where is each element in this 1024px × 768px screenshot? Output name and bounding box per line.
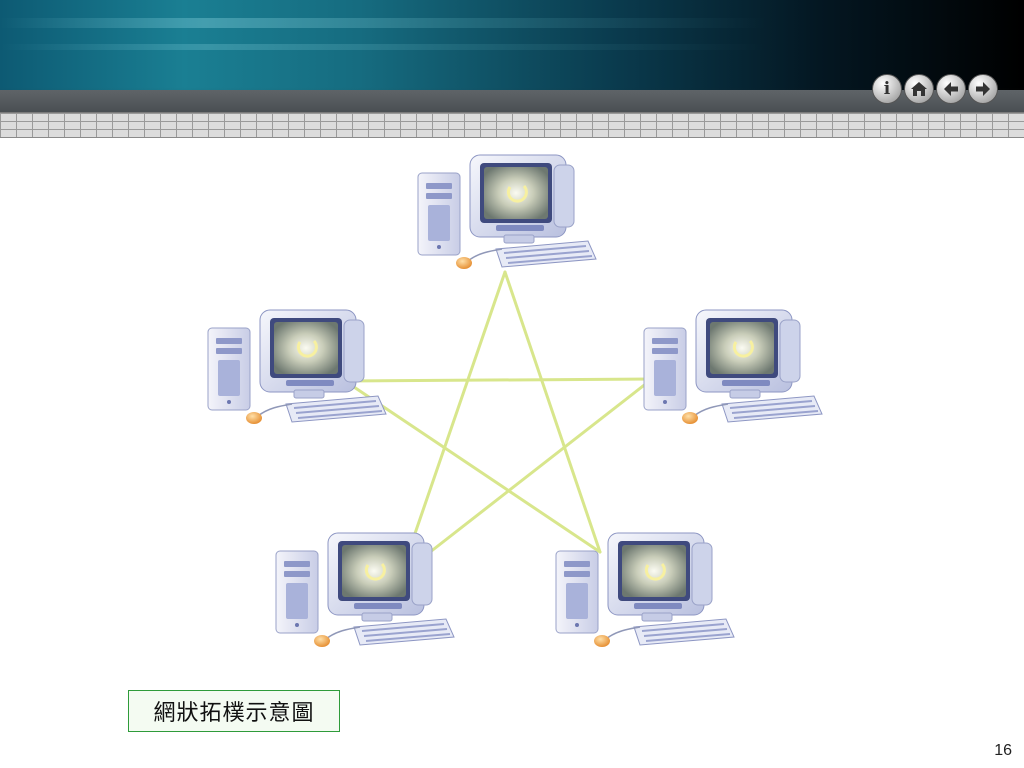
link-right-bottom-left [423, 377, 654, 558]
nav-buttons: i [872, 74, 998, 104]
computer-left [206, 308, 388, 426]
computer-top [416, 153, 598, 271]
arrow-left-icon [944, 82, 958, 96]
banner-bottom-bar [0, 90, 1024, 112]
banner-highlight [0, 44, 1024, 50]
back-button[interactable] [936, 74, 966, 104]
computer-right [642, 308, 824, 426]
link-top-bottom-left [408, 270, 507, 550]
computer-bottom-right [554, 531, 736, 649]
link-left-right [343, 377, 654, 383]
forward-button[interactable] [968, 74, 998, 104]
info-button[interactable]: i [872, 74, 902, 104]
mesh-links [343, 270, 654, 558]
link-top-bottom-right [503, 270, 602, 554]
header-banner: i [0, 0, 1024, 112]
link-left-bottom-right [343, 379, 602, 554]
diagram-caption: 網狀拓樸示意圖 [128, 690, 340, 732]
home-icon [911, 82, 927, 96]
grid-strip [0, 112, 1024, 138]
computer-bottom-left [274, 531, 456, 649]
page-number: 16 [994, 742, 1012, 759]
banner-highlight [0, 18, 1024, 28]
home-button[interactable] [904, 74, 934, 104]
arrow-right-icon [976, 82, 990, 96]
info-icon: i [883, 79, 891, 99]
